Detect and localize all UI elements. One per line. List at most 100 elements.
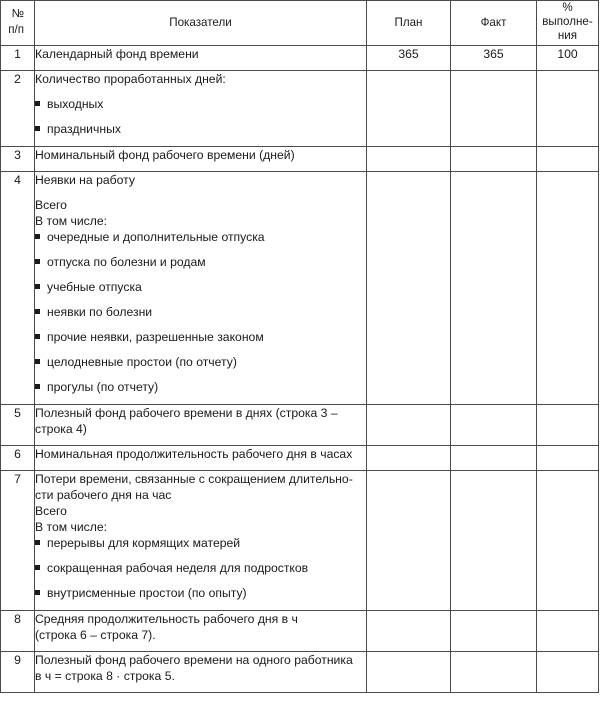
row-plan-value <box>366 171 451 405</box>
bullet-item: прочие неявки, разрешенные законом <box>35 329 366 354</box>
bullet-item: сокращенная рабочая неделя для подростко… <box>35 560 366 585</box>
row-number: 2 <box>0 70 35 147</box>
header-number: № п/п <box>0 0 35 46</box>
row-number: 5 <box>0 404 35 446</box>
bullet-item-text: прогулы (по отчету) <box>47 380 159 394</box>
row-plan-value <box>366 404 451 446</box>
row-number: 8 <box>0 610 35 652</box>
indicator-text: Неявки на работу <box>35 173 135 187</box>
square-bullet-icon <box>35 259 40 264</box>
sub-label: Всего <box>35 198 67 212</box>
bullet-item: внутрисменные простои (по опыту) <box>35 585 366 610</box>
header-percent-line2: ния <box>557 29 578 42</box>
row-number: 6 <box>0 445 35 471</box>
row-number: 7 <box>0 470 35 611</box>
bullet-item: выходных <box>35 96 366 121</box>
indicator-text: Количество проработанных дней: <box>35 72 226 86</box>
bullet-item: неявки по болезни <box>35 304 366 329</box>
square-bullet-icon <box>35 565 40 570</box>
bullet-item-text: прочие неявки, разрешенные законом <box>47 330 264 344</box>
row-indicator: Потери времени, связанные с сокращением … <box>34 470 367 611</box>
row-pct-value <box>536 470 599 611</box>
bullet-item: очередные и дополнительные отпуска <box>35 229 366 254</box>
sub-label: В том числе: <box>35 214 108 228</box>
row-fact-value <box>450 470 537 611</box>
row-plan-value <box>366 651 451 693</box>
time-fund-table: № п/п Показатели План Факт % выполне- ни… <box>0 0 599 693</box>
row-number: 9 <box>0 651 35 693</box>
indicator-text: Потери времени, связанные с сокращением … <box>35 472 353 486</box>
row-indicator: Календарный фонд времени <box>34 45 367 71</box>
square-bullet-icon <box>35 101 40 106</box>
row-pct-value <box>536 651 599 693</box>
bullet-item-text: очередные и дополнительные отпуска <box>47 230 265 244</box>
table-header-row: № п/п Показатели План Факт % выполне- ни… <box>0 0 599 46</box>
bullet-item: отпуска по болезни и родам <box>35 254 366 279</box>
row-pct-value <box>536 445 599 471</box>
bullet-item-text: отпуска по болезни и родам <box>47 255 206 269</box>
row-plan-value <box>366 610 451 652</box>
row-fact-value <box>450 445 537 471</box>
square-bullet-icon <box>35 234 40 239</box>
indicator-text: строка 4) <box>35 422 87 436</box>
row-fact-value <box>450 146 537 172</box>
row-fact-value: 365 <box>450 45 537 71</box>
row-plan-value <box>366 470 451 611</box>
indicator-text: (строка 6 – строка 7). <box>35 628 156 642</box>
row-number: 3 <box>0 146 35 172</box>
bullet-item-text: сокращенная рабочая неделя для подростко… <box>47 561 309 575</box>
bullet-item: прогулы (по отчету) <box>35 379 366 404</box>
square-bullet-icon <box>35 590 40 595</box>
square-bullet-icon <box>35 284 40 289</box>
indicator-text: Номинальная продолжительность рабочего д… <box>35 447 353 461</box>
indicator-text: в ч = строка 8 · строка 5. <box>35 669 175 683</box>
indicator-text: сти рабочего дня на час <box>35 488 172 502</box>
row-fact-value <box>450 651 537 693</box>
row-indicator: Номинальная продолжительность рабочего д… <box>34 445 367 471</box>
square-bullet-icon <box>35 540 40 545</box>
row-pct-value <box>536 146 599 172</box>
row-pct-value <box>536 610 599 652</box>
row-indicator: Номинальный фонд рабочего времени (дней) <box>34 146 367 172</box>
bullet-item-text: перерывы для кормящих матерей <box>47 536 241 550</box>
indicator-text: Полезный фонд рабочего времени на одного… <box>35 653 353 667</box>
sub-label: В том числе: <box>35 520 108 534</box>
row-plan-value <box>366 146 451 172</box>
bullet-item: учебные отпуска <box>35 279 366 304</box>
square-bullet-icon <box>35 126 40 131</box>
row-plan-value: 365 <box>366 45 451 71</box>
row-indicator: Полезный фонд рабочего времени в днях (с… <box>34 404 367 446</box>
indicator-text: Средняя продолжительность рабочего дня в… <box>35 612 298 626</box>
header-indicators: Показатели <box>34 0 367 46</box>
row-fact-value <box>450 610 537 652</box>
bullet-item-text: учебные отпуска <box>47 280 142 294</box>
row-fact-value <box>450 404 537 446</box>
bullet-item: целодневные простои (по отчету) <box>35 354 366 379</box>
row-indicator: Средняя продолжительность рабочего дня в… <box>34 610 367 652</box>
bullet-item-text: неявки по болезни <box>47 305 153 319</box>
square-bullet-icon <box>35 309 40 314</box>
row-pct-value <box>536 404 599 446</box>
header-fact: Факт <box>450 0 537 46</box>
indicator-text: Календарный фонд времени <box>35 47 199 61</box>
indicator-text: Полезный фонд рабочего времени в днях (с… <box>35 406 338 420</box>
row-fact-value <box>450 171 537 405</box>
sub-label: Всего <box>35 504 67 518</box>
row-plan-value <box>366 70 451 147</box>
bullet-item-text: праздничных <box>47 122 121 136</box>
square-bullet-icon <box>35 334 40 339</box>
row-fact-value <box>450 70 537 147</box>
bullet-item-text: внутрисменные простои (по опыту) <box>47 586 247 600</box>
row-indicator: Полезный фонд рабочего времени на одного… <box>34 651 367 693</box>
row-number: 4 <box>0 171 35 405</box>
